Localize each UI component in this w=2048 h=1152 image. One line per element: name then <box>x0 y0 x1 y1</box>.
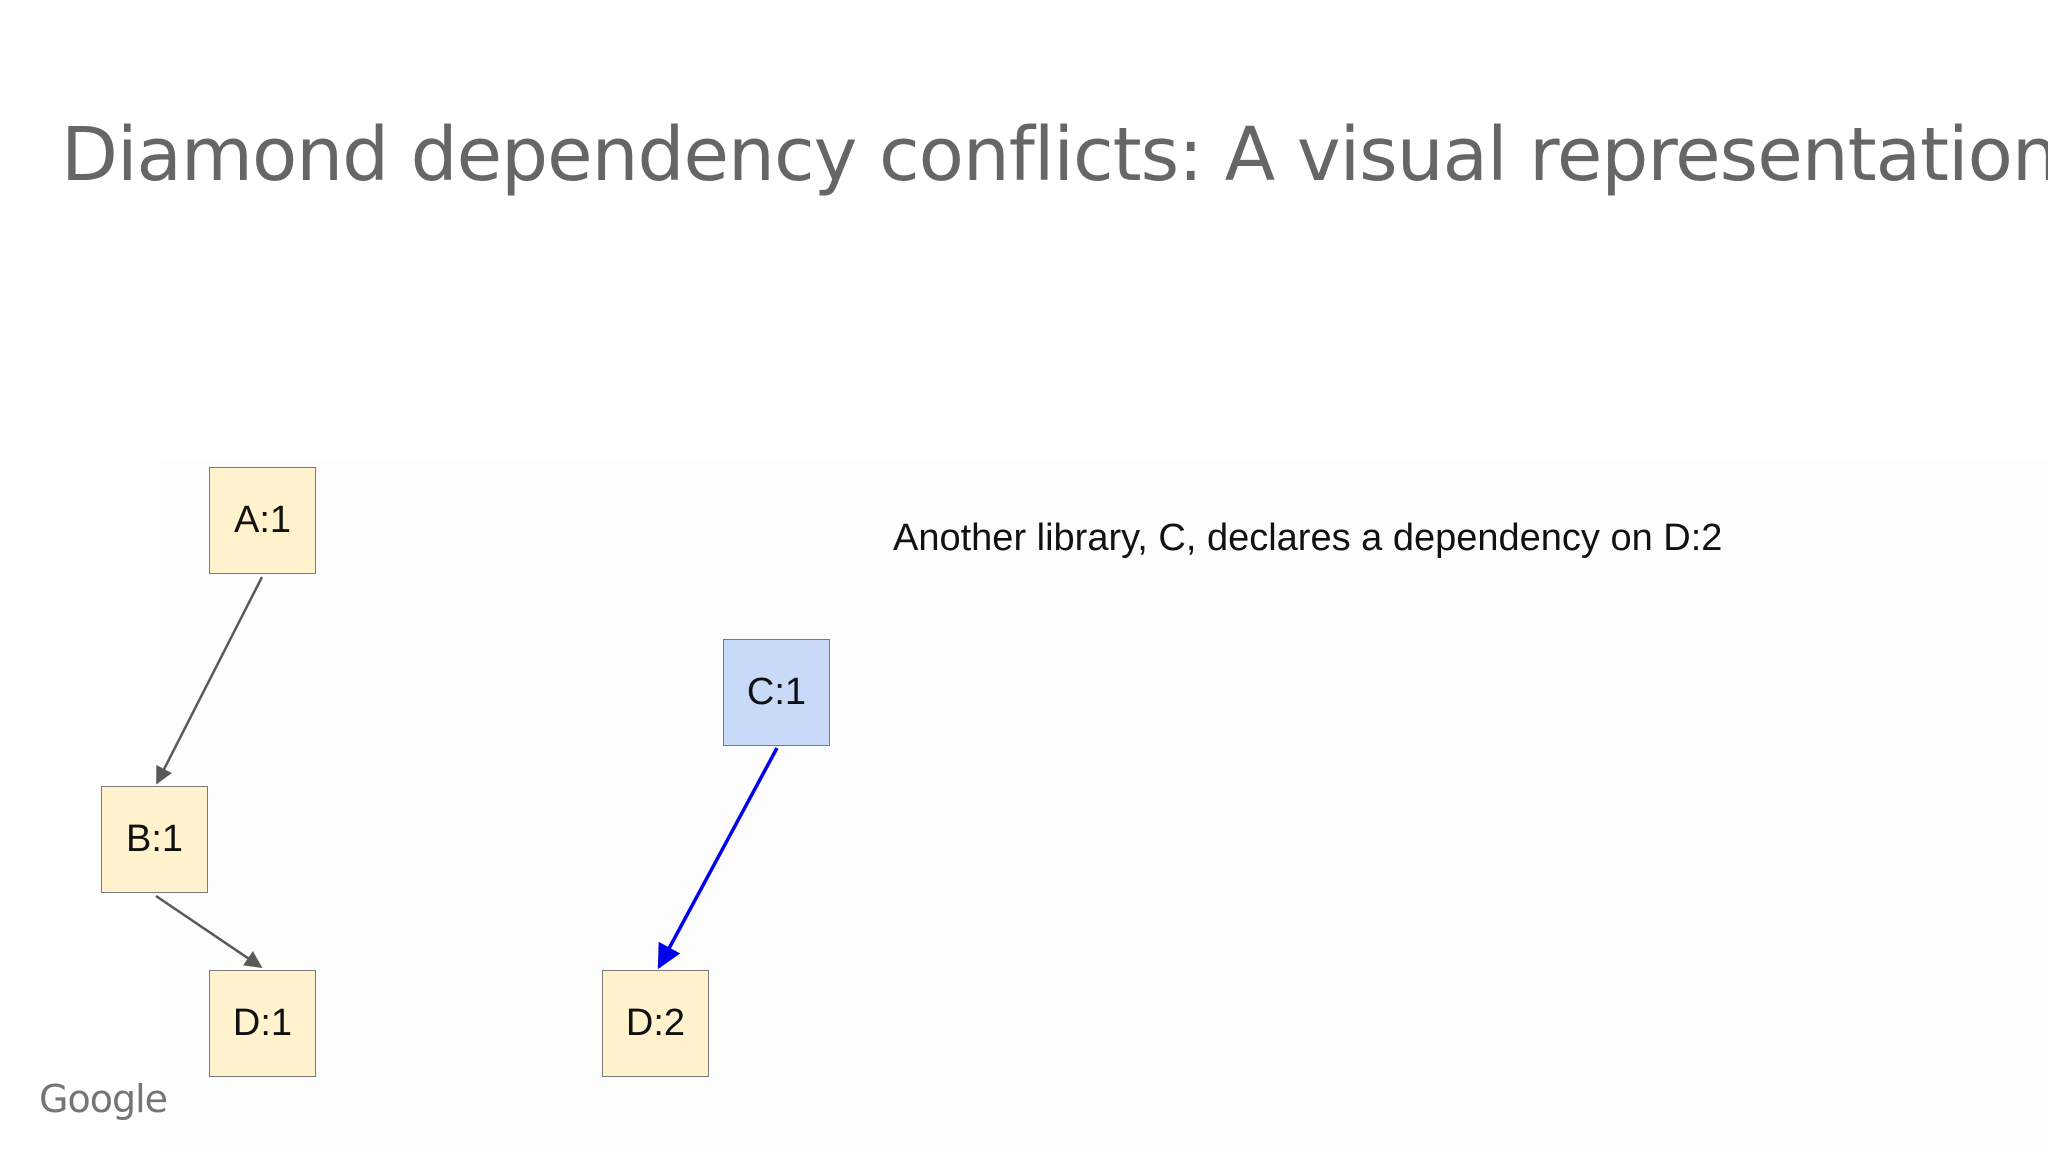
node-label: A:1 <box>233 499 292 541</box>
node-d1: D:1 <box>209 970 316 1077</box>
node-d2: D:2 <box>602 970 709 1077</box>
node-b1: B:1 <box>101 786 208 893</box>
edge-a1-b1 <box>155 576 264 785</box>
node-label: D:1 <box>232 1002 293 1044</box>
google-logo: Google <box>39 1077 168 1121</box>
diagram-background <box>160 462 2048 1152</box>
edge-b1-d1 <box>155 894 263 969</box>
edge-c1-d2 <box>657 747 779 970</box>
node-label: C:1 <box>746 671 807 713</box>
diagram-caption: Another library, C, declares a dependenc… <box>893 517 1723 559</box>
node-label: D:2 <box>625 1002 686 1044</box>
node-a1: A:1 <box>209 467 316 574</box>
slide-title: Diamond dependency conflicts: A visual r… <box>61 112 2048 198</box>
node-label: B:1 <box>125 818 184 860</box>
node-c1: C:1 <box>723 639 830 746</box>
